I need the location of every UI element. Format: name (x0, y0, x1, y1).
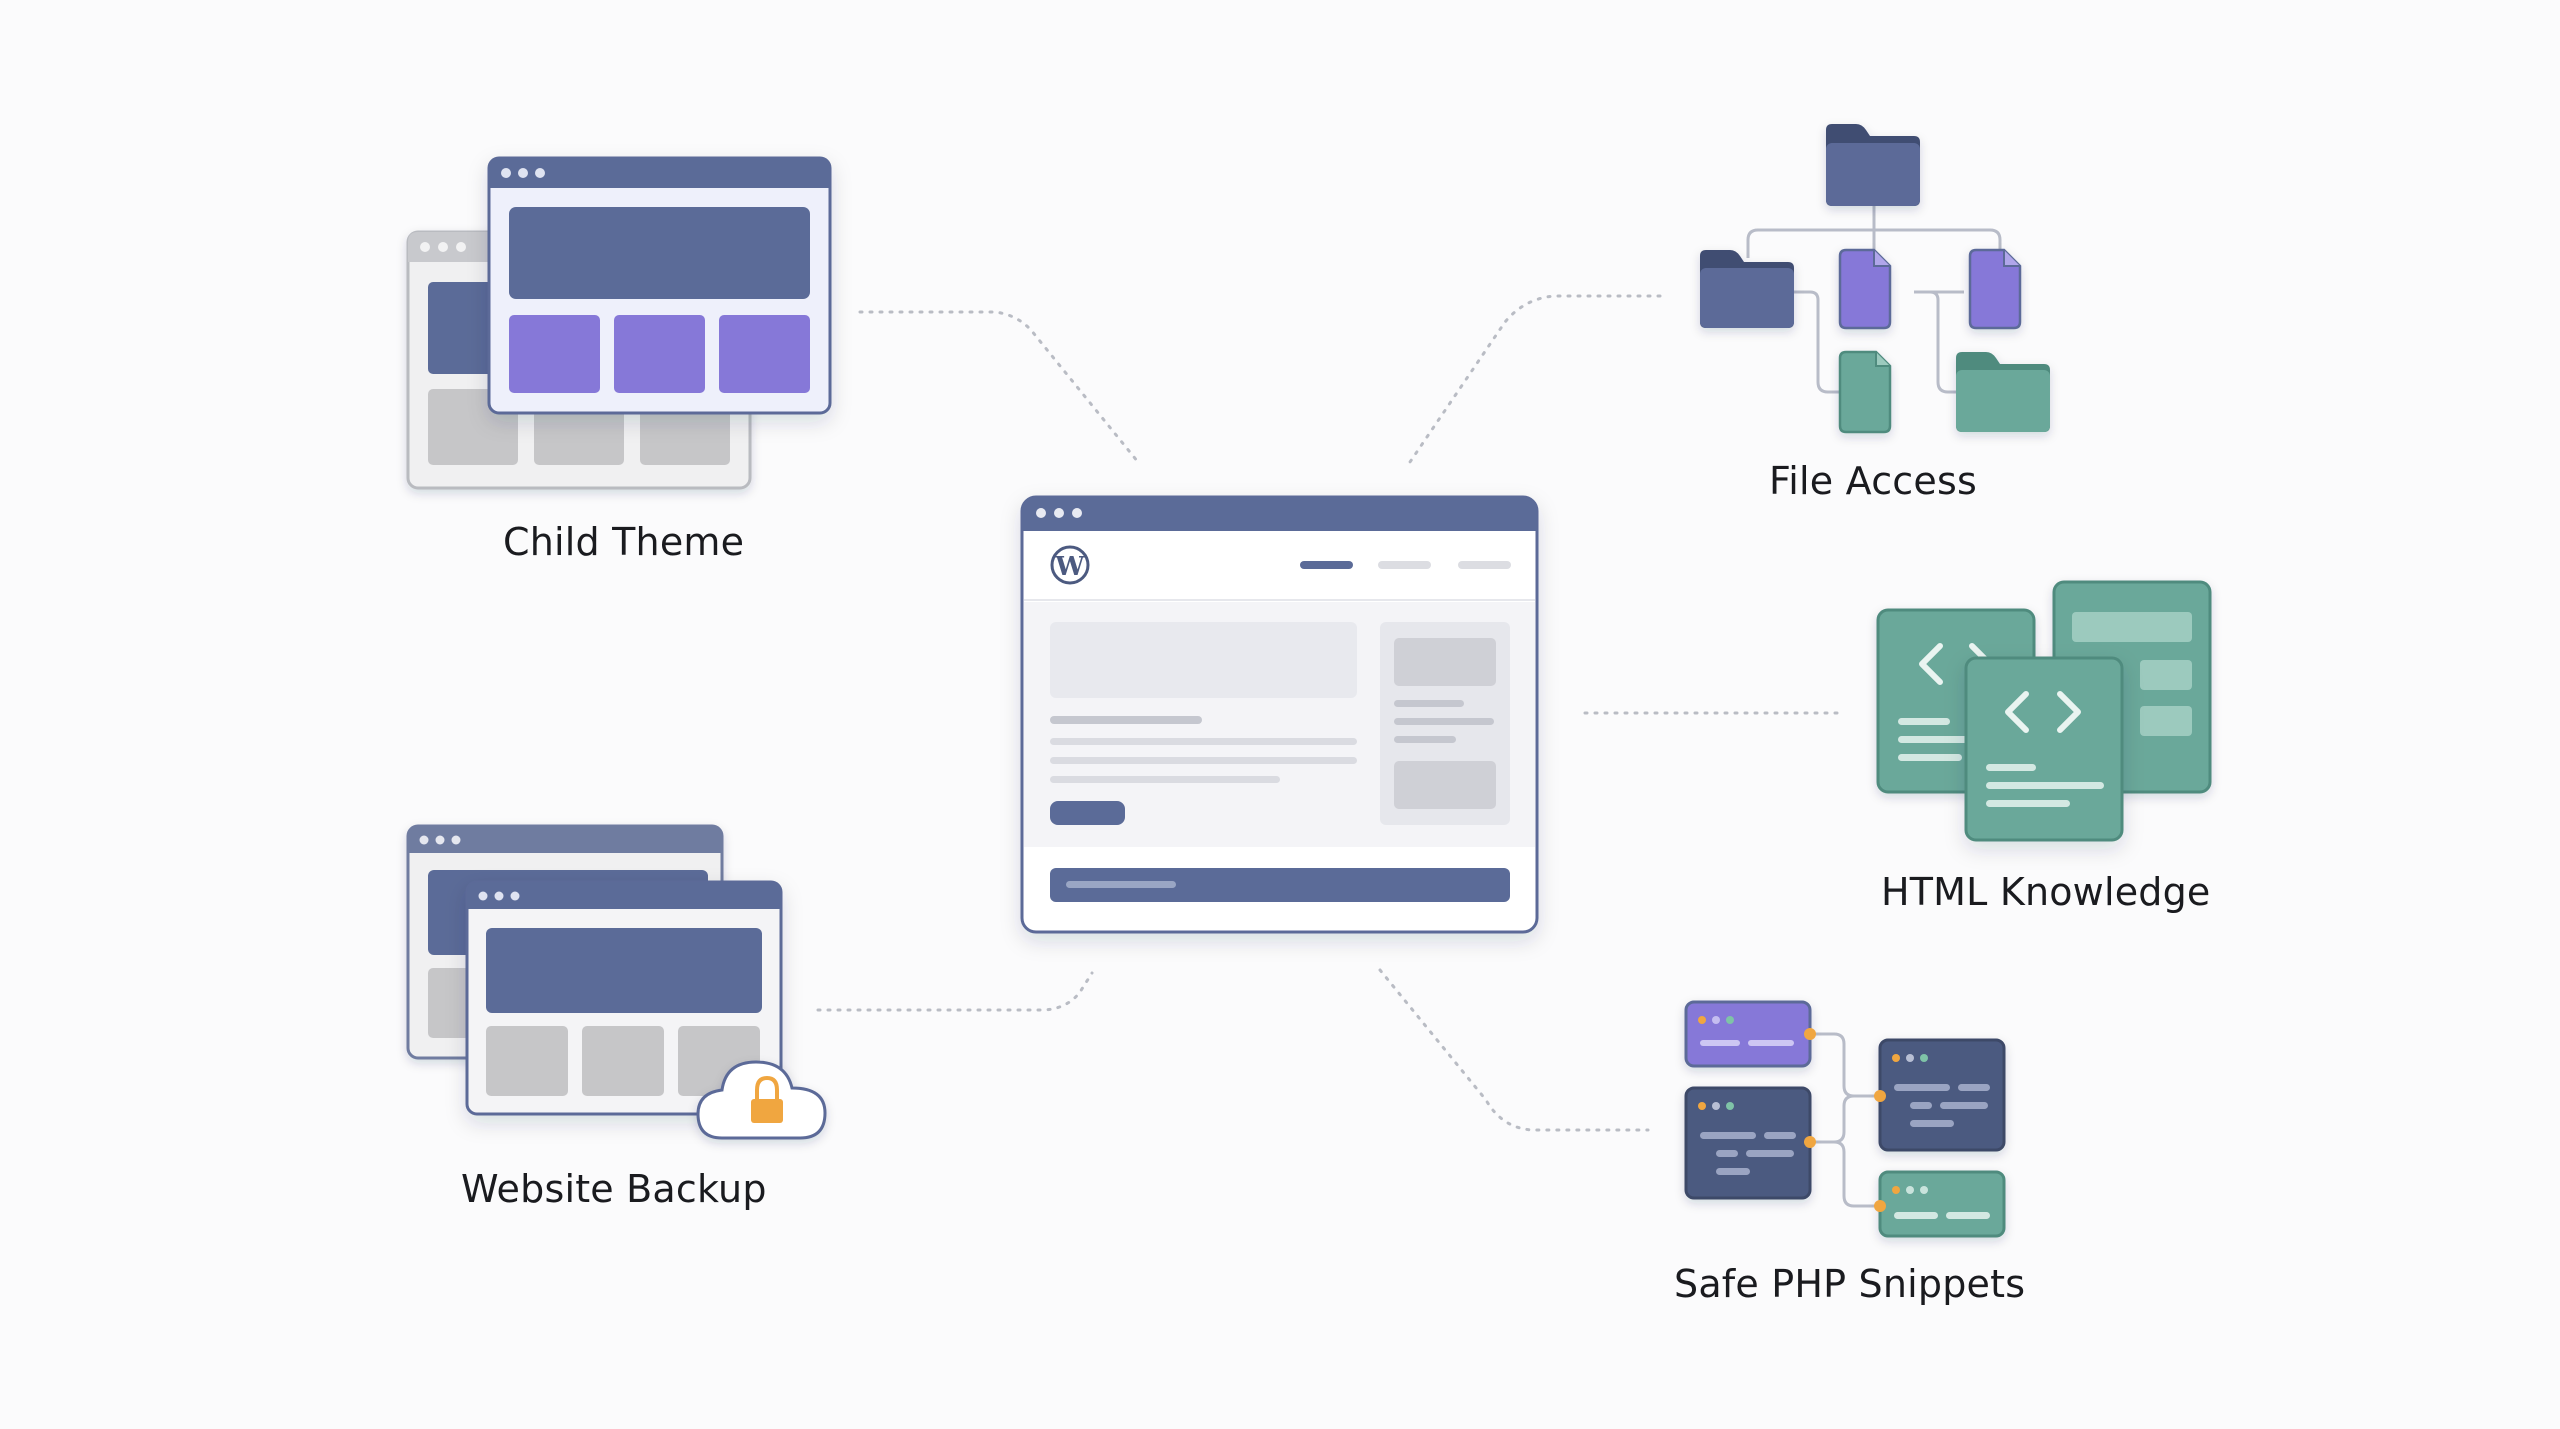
cloud-lock-icon (696, 1060, 827, 1140)
connector-file-access (1408, 294, 1662, 464)
hero-placeholder (1050, 622, 1357, 698)
html-knowledge-icon (1876, 580, 2212, 842)
folder-icon (1700, 250, 1794, 328)
connector-website-backup (816, 971, 1094, 1012)
connector-safe-php (1378, 968, 1650, 1132)
nav-item-active (1300, 561, 1353, 569)
html-knowledge-label: HTML Knowledge (1881, 870, 2211, 914)
file-access-icon (1700, 124, 2050, 434)
wordpress-logo-letter: W (1054, 552, 1085, 582)
folder-icon (1956, 352, 2050, 432)
file-icon (1838, 248, 1892, 330)
file-icon (1968, 248, 2022, 330)
connectors (816, 294, 1840, 1132)
footer-bar (1050, 868, 1510, 902)
child-theme-label: Child Theme (503, 520, 745, 564)
safe-php-snippets-icon (1684, 1000, 2006, 1238)
safe-php-snippets-label: Safe PHP Snippets (1674, 1262, 2026, 1306)
child-theme-icon (406, 156, 832, 490)
nav-item (1458, 561, 1511, 569)
file-icon (1838, 350, 1892, 434)
connector-child-theme (858, 310, 1140, 464)
cta-button-placeholder (1050, 801, 1125, 825)
nav-item (1378, 561, 1431, 569)
wordpress-site-window: W (1020, 495, 1539, 934)
folder-icon (1826, 124, 1920, 206)
wordpress-logo-icon: W (1050, 545, 1090, 585)
website-backup-label: Website Backup (461, 1167, 767, 1211)
file-access-label: File Access (1769, 459, 1977, 503)
website-backup-icon (406, 824, 827, 1140)
